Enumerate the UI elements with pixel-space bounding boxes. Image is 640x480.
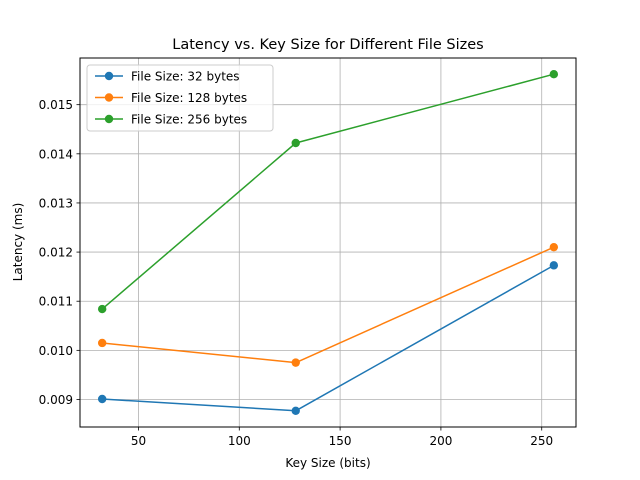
series-line <box>102 246 555 364</box>
series-2 <box>97 242 559 367</box>
legend-label: File Size: 256 bytes <box>131 113 247 127</box>
y-tick-label: 0.009 <box>39 393 73 407</box>
data-point <box>97 338 107 348</box>
data-point <box>291 358 300 367</box>
y-tick-label: 0.011 <box>39 295 73 309</box>
x-tick-label: 50 <box>131 434 146 448</box>
series-3 <box>97 70 559 314</box>
x-tick-label: 250 <box>530 434 553 448</box>
series-line <box>102 264 555 412</box>
x-tick-label: 100 <box>228 434 251 448</box>
series-layer <box>97 70 559 415</box>
data-point <box>97 394 107 404</box>
legend-box <box>86 64 274 132</box>
legend-swatch-marker <box>104 71 114 81</box>
legend-label: File Size: 128 bytes <box>131 91 247 105</box>
series-1 <box>97 261 559 415</box>
y-tick-label: 0.013 <box>39 196 73 210</box>
y-tick-label: 0.012 <box>39 246 73 260</box>
chart-title: Latency vs. Key Size for Different File … <box>172 37 483 53</box>
x-tick-label: 200 <box>429 434 452 448</box>
y-tick-label: 0.010 <box>39 344 73 358</box>
data-point <box>97 304 107 314</box>
legend-swatch-marker <box>104 93 114 102</box>
data-point <box>549 70 559 79</box>
data-point <box>291 138 300 148</box>
legend-label: File Size: 32 bytes <box>131 70 240 84</box>
x-axis-label: Key Size (bits) <box>285 456 370 470</box>
data-point <box>291 406 300 415</box>
plot-frame <box>79 57 577 428</box>
x-axis: 50 100 150 200 250 <box>131 427 553 448</box>
data-point <box>549 261 559 270</box>
data-point <box>549 242 559 252</box>
legend-swatch-marker <box>104 114 114 124</box>
y-tick-label: 0.015 <box>39 98 73 112</box>
x-tick-label: 150 <box>329 434 352 448</box>
y-tick-label: 0.014 <box>39 147 73 161</box>
y-axis-label: Latency (ms) <box>11 203 25 282</box>
y-axis: 0.009 0.010 0.011 0.012 0.013 0.014 0.015 <box>39 98 80 407</box>
